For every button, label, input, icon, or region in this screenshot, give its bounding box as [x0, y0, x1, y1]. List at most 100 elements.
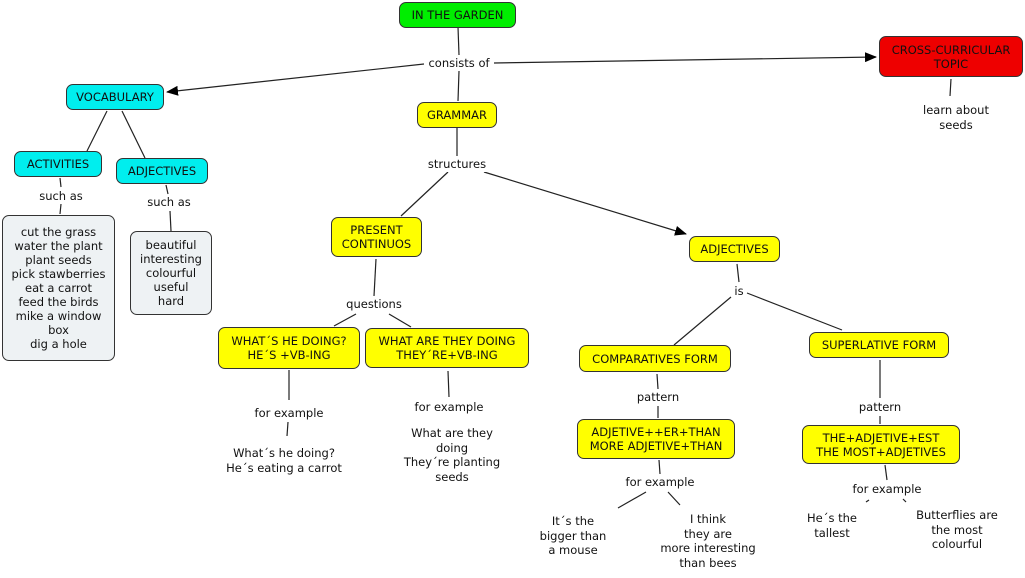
edge: [902, 498, 907, 503]
edge: [165, 184, 169, 195]
node-text: a mouse: [548, 543, 598, 557]
node-grammar[interactable]: GRAMMAR: [417, 102, 497, 128]
node-text: doing: [435, 440, 469, 455]
node-text: water the plant: [14, 239, 103, 253]
edge: [333, 313, 357, 327]
node-superlative-form[interactable]: SUPERLATIVE FORM: [809, 332, 949, 358]
node-adjectives-list[interactable]: beautiful interesting colourful useful h…: [130, 231, 212, 315]
node-what-are-they-doing[interactable]: WHAT ARE THEY DOING THEY´RE+VB-ING: [365, 328, 529, 368]
node-activities[interactable]: ACTIVITIES: [14, 151, 102, 177]
node-text: MORE ADJETIVE+THAN: [589, 439, 723, 453]
node-text: TOPIC: [933, 56, 969, 71]
node-text: He´s eating a carrot: [226, 460, 342, 475]
node-text: hard: [157, 294, 185, 308]
node-text: more interesting: [660, 541, 756, 555]
edge: [400, 171, 449, 217]
node-present-continuos[interactable]: PRESENT CONTINUOS: [331, 217, 422, 257]
edge: [86, 110, 108, 152]
node-comparative-pattern[interactable]: ADJETIVE++ER+THAN MORE ADJETIVE+THAN: [577, 419, 735, 459]
node-text: the most: [931, 522, 983, 537]
node-text: ACTIVITIES: [26, 157, 90, 171]
node-text: colourful: [145, 266, 197, 280]
concept-example-he[interactable]: What´s he doing? He´s eating a carrot: [224, 446, 344, 475]
edge-arrow: [166, 63, 425, 96]
node-text: seeds: [435, 469, 469, 484]
node-text: GRAMMAR: [426, 108, 487, 122]
node-text: Butterflies are: [916, 508, 998, 522]
link-is[interactable]: is: [732, 284, 746, 299]
concept-example-butterflies[interactable]: Butterflies are the most colourful: [914, 508, 1000, 552]
node-adjectives-vocabulary[interactable]: ADJECTIVES: [116, 158, 208, 184]
node-text: PRESENT: [350, 223, 403, 237]
node-text: THEY´RE+VB-ING: [396, 348, 498, 362]
node-text: CONTINUOS: [341, 237, 412, 251]
node-whats-he-doing[interactable]: WHAT´S HE DOING? HE´S +VB-ING: [218, 327, 360, 369]
edge: [457, 26, 460, 56]
node-text: mike a window: [15, 309, 102, 323]
node-in-the-garden[interactable]: IN THE GARDEN: [399, 2, 516, 28]
node-comparatives-form[interactable]: COMPARATIVES FORM: [579, 345, 731, 372]
node-text: ADJETIVE++ER+THAN: [591, 425, 721, 439]
edge: [673, 296, 732, 346]
link-for-example-comparative[interactable]: for example: [623, 475, 697, 490]
concept-learn-about-seeds[interactable]: learn about seeds: [921, 103, 991, 132]
edge: [658, 459, 661, 475]
node-text: they are: [684, 526, 732, 541]
link-for-example-superlative[interactable]: for example: [850, 482, 924, 497]
link-for-example-they[interactable]: for example: [412, 400, 486, 415]
edge: [667, 491, 681, 506]
link-for-example-he[interactable]: for example: [252, 406, 326, 421]
node-text: bigger than: [539, 528, 607, 543]
edge: [617, 491, 647, 509]
node-text: ADJECTIVES: [700, 242, 769, 256]
edge: [656, 373, 659, 390]
node-text: cut the grass: [20, 225, 97, 239]
node-text: eat a carrot: [25, 281, 92, 295]
link-pattern-superlative[interactable]: pattern: [856, 400, 904, 415]
concept-example-tallest[interactable]: He´s the tallest: [805, 511, 859, 540]
node-cross-curricular-topic[interactable]: CROSS-CURRICULAR TOPIC: [879, 36, 1023, 77]
node-text: than bees: [679, 555, 737, 570]
concept-example-interesting[interactable]: I think they are more interesting than b…: [658, 512, 758, 570]
node-text: WHAT´S HE DOING?: [231, 334, 347, 348]
link-such-as-adjectives[interactable]: such as: [145, 195, 193, 210]
node-text: seeds: [939, 117, 973, 132]
edge: [949, 78, 952, 97]
node-text: beautiful: [145, 238, 197, 252]
node-text: I think: [689, 512, 726, 526]
edge: [169, 210, 172, 232]
node-text: ADJECTIVES: [127, 164, 197, 178]
node-text: HE´S +VB-ING: [247, 348, 331, 362]
node-activities-list[interactable]: cut the grass water the plant plant seed…: [2, 215, 115, 361]
link-such-as-activities[interactable]: such as: [37, 189, 85, 204]
edge: [59, 203, 62, 215]
node-text: They´re planting: [403, 455, 501, 469]
node-vocabulary[interactable]: VOCABULARY: [66, 84, 164, 110]
node-adjectives-grammar[interactable]: ADJECTIVES: [689, 236, 780, 262]
edge: [388, 313, 412, 328]
edge: [736, 263, 740, 283]
concept-example-they[interactable]: What are they doing They´re planting see…: [401, 426, 503, 484]
link-pattern-comparative[interactable]: pattern: [634, 390, 682, 405]
node-text: SUPERLATIVE FORM: [821, 338, 937, 352]
edge-arrow: [493, 52, 877, 64]
node-text: THE+ADJETIVE+EST: [822, 430, 940, 445]
node-text: It´s the: [551, 514, 595, 528]
node-text: plant seeds: [25, 253, 92, 267]
edge: [286, 421, 289, 437]
edge: [884, 464, 888, 481]
node-text: COMPARATIVES FORM: [592, 351, 718, 366]
node-text: colourful: [931, 537, 983, 551]
node-text: feed the birds: [18, 295, 99, 309]
link-questions[interactable]: questions: [344, 297, 404, 312]
concept-example-bigger[interactable]: It´s the bigger than a mouse: [537, 514, 609, 558]
edge: [746, 292, 843, 331]
node-text: THE MOST+ADJETIVES: [816, 444, 946, 459]
node-text: CROSS-CURRICULAR: [891, 42, 1011, 57]
node-text: box: [48, 323, 69, 337]
node-text: VOCABULARY: [76, 90, 154, 104]
link-consists-of[interactable]: consists of: [426, 56, 492, 71]
link-structures[interactable]: structures: [425, 157, 489, 172]
node-superlative-pattern[interactable]: THE+ADJETIVE+EST THE MOST+ADJETIVES: [802, 425, 960, 464]
